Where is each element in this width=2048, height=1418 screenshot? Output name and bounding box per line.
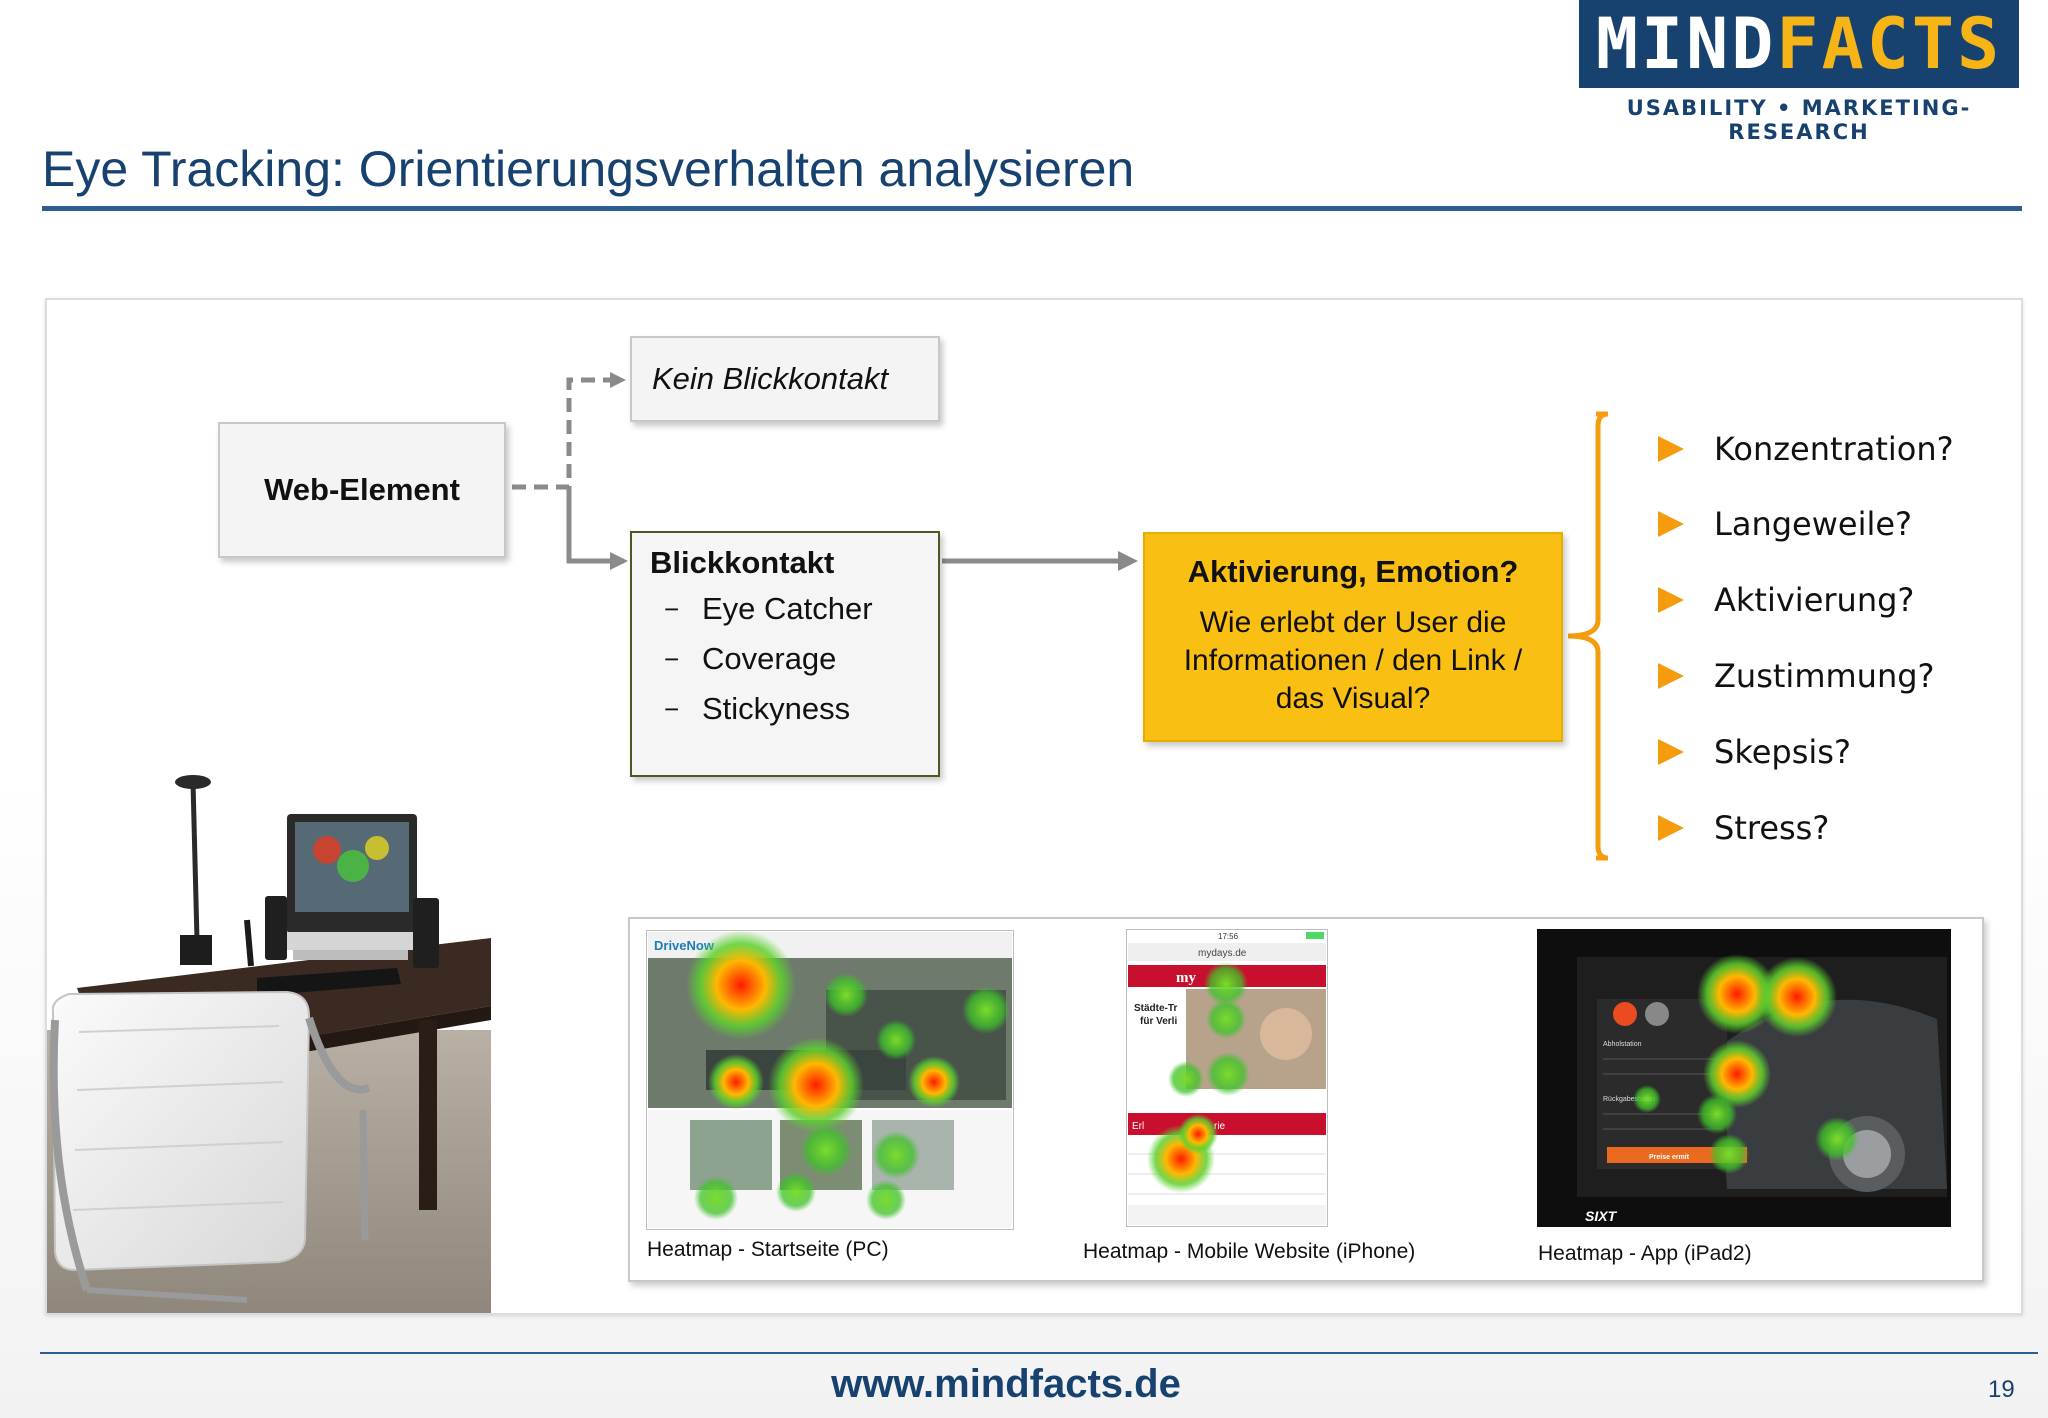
question-label: Skepsis?	[1714, 733, 1851, 771]
question-label: Konzentration?	[1714, 430, 1954, 468]
question-item: Konzentration?	[1658, 430, 1954, 468]
contact-item-label: Stickyness	[702, 691, 851, 726]
contact-item-label: Eye Catcher	[702, 591, 873, 626]
no-contact-box: Kein Blickkontakt	[630, 336, 940, 422]
logo-tagline: USABILITY • MARKETING-RESEARCH	[1626, 96, 1972, 144]
heatmap-pc-caption: Heatmap - Startseite (PC)	[647, 1238, 889, 1261]
contact-item: − Coverage	[650, 641, 938, 677]
heatmap-ipad-image: Abholstation Rückgabestation Preise ermi…	[1537, 929, 1951, 1227]
dash-bullet: −	[664, 594, 680, 624]
activation-line: Informationen / den Link /	[1183, 644, 1523, 677]
question-label: Langeweile?	[1714, 505, 1913, 543]
triangle-bullet-icon	[1658, 587, 1684, 613]
contact-item-label: Coverage	[702, 641, 837, 676]
question-label: Zustimmung?	[1714, 657, 1935, 695]
iphone-section-tail: rie	[1214, 1121, 1226, 1132]
logo-mind: MIND	[1595, 3, 1777, 85]
activation-line: Wie erlebt der User die	[1199, 606, 1507, 639]
heatmap-ipad-caption: Heatmap - App (iPad2)	[1538, 1242, 1752, 1265]
footer-url[interactable]: www.mindfacts.de	[831, 1362, 1181, 1406]
question-item: Zustimmung?	[1658, 657, 1935, 695]
heatmap-iphone-image: 17:56 mydays.de my Städte-Tr für Verli E…	[1126, 929, 1328, 1227]
triangle-bullet-icon	[1658, 436, 1684, 462]
triangle-bullet-icon	[1658, 511, 1684, 537]
activation-box: Aktivierung, Emotion? Wie erlebt der Use…	[1143, 532, 1563, 742]
question-item: Langeweile?	[1658, 505, 1912, 543]
question-item: Skepsis?	[1658, 733, 1851, 771]
iphone-subline: für Verli	[1140, 1016, 1177, 1027]
iphone-headline: Städte-Tr	[1134, 1003, 1177, 1014]
footer-divider	[40, 1352, 2038, 1354]
question-item: Stress?	[1658, 809, 1829, 847]
triangle-bullet-icon	[1658, 739, 1684, 765]
activation-title: Aktivierung, Emotion?	[1187, 554, 1519, 589]
eye-tracking-lab-photo	[47, 770, 491, 1313]
ipad-label-return: Rückgabestation	[1603, 1096, 1655, 1103]
question-label: Aktivierung?	[1714, 581, 1915, 619]
page-number: 19	[1988, 1376, 2015, 1403]
contact-title: Blickkontakt	[650, 545, 835, 580]
ipad-label-pickup: Abholstation	[1603, 1041, 1642, 1048]
page-title: Eye Tracking: Orientierungsverhalten ana…	[42, 141, 1135, 197]
sixt-logo: SIXT	[1585, 1208, 1618, 1224]
dash-bullet: −	[664, 644, 680, 674]
contact-item: − Eye Catcher	[650, 591, 938, 627]
ipad-button: Preise ermit	[1649, 1154, 1690, 1161]
mydays-logo: my	[1176, 970, 1196, 986]
question-item: Aktivierung?	[1658, 581, 1914, 619]
iphone-url: mydays.de	[1198, 948, 1247, 959]
dash-bullet: −	[664, 694, 680, 724]
contact-item: − Stickyness	[650, 691, 938, 727]
heatmap-pc-image: DriveNow	[646, 930, 1014, 1230]
triangle-bullet-icon	[1658, 663, 1684, 689]
logo-facts: FACTS	[1776, 3, 2003, 85]
title-divider	[42, 206, 2022, 211]
web-element-box: Web-Element	[218, 422, 506, 558]
contact-box: Blickkontakt − Eye Catcher − Coverage − …	[630, 531, 940, 777]
triangle-bullet-icon	[1658, 815, 1684, 841]
activation-line: das Visual?	[1275, 682, 1431, 715]
heatmap-iphone-caption: Heatmap - Mobile Website (iPhone)	[1083, 1240, 1416, 1263]
question-label: Stress?	[1714, 809, 1830, 847]
iphone-time: 17:56	[1218, 932, 1239, 941]
iphone-section: Erl	[1132, 1121, 1144, 1132]
